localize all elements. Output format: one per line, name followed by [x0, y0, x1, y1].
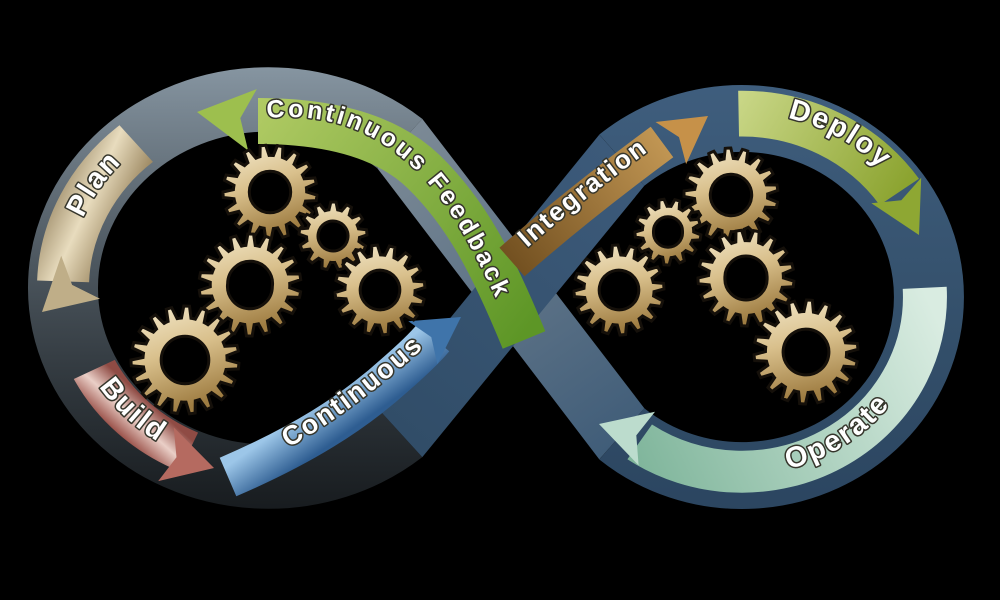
operate-arrowhead	[599, 411, 655, 466]
operate-arrow	[599, 286, 947, 493]
continuous-feedback-arrow	[197, 89, 546, 349]
gear-icon	[221, 143, 319, 241]
plan-band	[37, 125, 154, 283]
build-arrow	[73, 359, 214, 482]
continuous-arrowhead	[408, 317, 461, 365]
gear-icon	[572, 243, 666, 337]
operate-band	[627, 286, 947, 493]
gear-icon	[682, 146, 780, 244]
gear-icon	[197, 232, 303, 338]
continuous-feedback-arrowhead	[197, 89, 257, 151]
integration-arrow	[499, 116, 708, 277]
gear-icon	[333, 243, 427, 337]
deploy-arrowhead	[871, 177, 922, 235]
deploy-arrow	[738, 90, 922, 235]
deploy-band	[738, 90, 919, 206]
gear-icon	[633, 197, 703, 267]
integration-band	[499, 126, 674, 277]
gear-icon	[696, 228, 796, 328]
gear-icon	[752, 298, 860, 406]
continuous-band	[219, 324, 450, 497]
gears-right-loop	[572, 146, 860, 406]
gear-icon	[129, 304, 241, 416]
gear-icon	[297, 200, 369, 272]
continuous-arrow	[219, 317, 461, 497]
continuous-feedback-band	[257, 98, 546, 349]
plan-arrowhead	[42, 255, 100, 312]
plan-arrow	[37, 125, 154, 312]
integration-arrowhead	[655, 116, 708, 165]
gears-left-loop	[129, 143, 427, 416]
build-arrowhead	[158, 427, 214, 482]
